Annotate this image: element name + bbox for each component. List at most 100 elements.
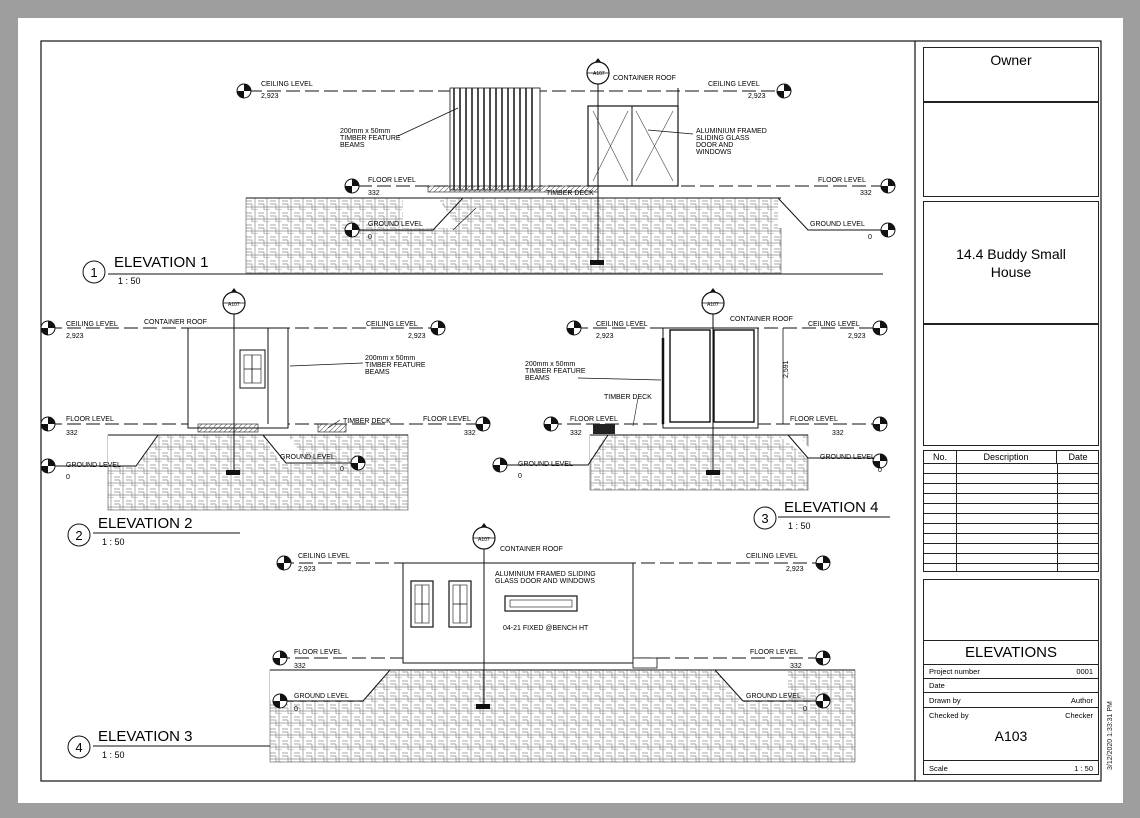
level-marker-icon (272, 693, 288, 709)
level-marker-icon (566, 320, 582, 336)
annotation-text: TIMBER FEATURE (365, 362, 426, 369)
e4-dimension: 2,591 (783, 360, 790, 378)
level-marker-icon (815, 555, 831, 571)
e1-alu-line2: SLIDING GLASS (696, 135, 750, 142)
view-scale-1: 1 : 50 (118, 276, 141, 286)
view-title-3: ELEVATION 4 (784, 499, 878, 516)
e1-floor-label-left: FLOOR LEVEL (368, 177, 416, 184)
e1-floor-value-right: 332 (860, 190, 872, 197)
annotation-text: TIMBER DECK (604, 394, 652, 401)
level-marker-icon (350, 455, 366, 471)
drawn-by-value: Author (1070, 696, 1093, 705)
level-marker-icon (276, 555, 292, 571)
annotation-text: FLOOR LEVEL (423, 416, 471, 423)
elevation-2-group: CEILING LEVEL 2,923 CEILING LEVEL 2,923 … (40, 288, 491, 547)
view-scale-2: 1 : 50 (102, 537, 125, 547)
annotation-text: A107 (478, 537, 490, 543)
scale-label: Scale (929, 764, 948, 773)
print-timestamp: 3/12/2020 1:33:31 PM (1107, 701, 1114, 770)
date-label: Date (929, 681, 945, 690)
annotation-text: CEILING LEVEL (746, 553, 798, 560)
annotation-text: GROUND LEVEL (294, 693, 349, 700)
e1-alu-line4: WINDOWS (696, 149, 732, 156)
e1-beams-line3: BEAMS (340, 142, 365, 149)
e1-section-ref: A107 (593, 71, 605, 77)
e1-ground-label-right: GROUND LEVEL (810, 221, 865, 228)
annotation-text: CONTAINER ROOF (730, 316, 793, 323)
annotation-text: 04-21 FIXED @BENCH HT (503, 625, 589, 632)
level-marker-icon (815, 650, 831, 666)
annotation-text: 0 (340, 466, 344, 473)
sheet-info-block: ELEVATIONS Project number 0001 Date Draw… (923, 579, 1099, 775)
annotation-text: 200mm x 50mm (365, 355, 415, 362)
view-title-1: ELEVATION 1 (114, 254, 208, 271)
annotation-text: 2,923 (848, 333, 866, 340)
e1-beams-line1: 200mm x 50mm (340, 128, 390, 135)
level-marker-e1-ground-left (344, 222, 360, 238)
e1-alu-line3: DOOR AND (696, 142, 733, 149)
view-number-1: 1 (90, 265, 97, 280)
elevation-3-group: CEILING LEVEL 2,923 CEILING LEVEL 2,923 … (67, 523, 856, 763)
annotation-text: 0 (878, 467, 882, 474)
project-number-value: 0001 (1076, 667, 1093, 676)
level-marker-icon (475, 416, 491, 432)
revision-header-no: No. (924, 451, 957, 463)
e1-ceiling-label-right: CEILING LEVEL (708, 81, 760, 88)
level-marker-icon (40, 416, 56, 432)
level-marker-icon (872, 416, 888, 432)
checked-by-value: Checker (1065, 711, 1093, 720)
annotation-text: CONTAINER ROOF (144, 319, 207, 326)
level-marker-icon (492, 457, 508, 473)
e1-floor-value-left: 332 (368, 190, 380, 197)
level-marker-icon (872, 320, 888, 336)
project-blank-cell (923, 324, 1099, 446)
view-number-4: 4 (75, 740, 82, 755)
elevations-drawing: CEILING LEVEL 2,923 CEILING LEVEL 2,923 … (40, 40, 1102, 782)
sliding-door-e1 (587, 88, 679, 187)
elevation-1-group: CEILING LEVEL 2,923 CEILING LEVEL 2,923 … (82, 58, 896, 286)
annotation-text: BEAMS (525, 375, 550, 382)
owner-cell: Owner (923, 47, 1099, 102)
annotation-text: 2,923 (298, 566, 316, 573)
e1-ground-value-right: 0 (868, 234, 872, 241)
annotation-text: 332 (294, 663, 306, 670)
annotation-text: CEILING LEVEL (808, 321, 860, 328)
e1-ground-label-left: GROUND LEVEL (368, 221, 423, 228)
level-marker-icon (40, 458, 56, 474)
drawing-sheet: CEILING LEVEL 2,923 CEILING LEVEL 2,923 … (18, 18, 1123, 803)
annotation-text: 332 (570, 430, 582, 437)
e1-alu-line1: ALUMINIUM FRAMED (696, 128, 767, 135)
annotation-text: FLOOR LEVEL (66, 416, 114, 423)
sheet-number: A103 (994, 728, 1028, 744)
annotation-text: FLOOR LEVEL (750, 649, 798, 656)
elevation-4-group: 2,591 CEILING LEVEL 2,923 CEILING LEVEL … (492, 288, 890, 531)
view-title-4: ELEVATION 3 (98, 728, 192, 745)
annotation-text: 0 (803, 706, 807, 713)
e1-container-roof: CONTAINER ROOF (613, 75, 676, 82)
level-marker-icon (430, 320, 446, 336)
annotation-text: CONTAINER ROOF (500, 546, 563, 553)
annotation-text: GROUND LEVEL (518, 461, 573, 468)
annotation-text: FLOOR LEVEL (570, 416, 618, 423)
ground-hatch-e1 (245, 197, 782, 274)
drawn-by-label: Drawn by (929, 696, 961, 705)
view-title-2: ELEVATION 2 (98, 515, 192, 532)
view-number-3: 3 (761, 511, 768, 526)
level-marker-icon (872, 453, 888, 469)
annotation-text: CEILING LEVEL (298, 553, 350, 560)
annotation-text: TIMBER DECK (343, 418, 391, 425)
level-marker-e1-ground-right (880, 222, 896, 238)
annotation-text: GROUND LEVEL (820, 454, 875, 461)
e1-timber-deck: TIMBER DECK (546, 190, 594, 197)
annotation-text: CEILING LEVEL (66, 321, 118, 328)
level-marker-icon (272, 650, 288, 666)
annotation-text: FLOOR LEVEL (294, 649, 342, 656)
view-scale-4: 1 : 50 (102, 750, 125, 760)
annotation-text: GROUND LEVEL (280, 454, 335, 461)
scale-value: 1 : 50 (1074, 764, 1093, 773)
view-scale-3: 1 : 50 (788, 521, 811, 531)
level-marker-icon (815, 693, 831, 709)
annotation-text: A107 (228, 302, 240, 308)
annotation-text: 2,923 (408, 333, 426, 340)
annotation-text: 0 (66, 474, 70, 481)
